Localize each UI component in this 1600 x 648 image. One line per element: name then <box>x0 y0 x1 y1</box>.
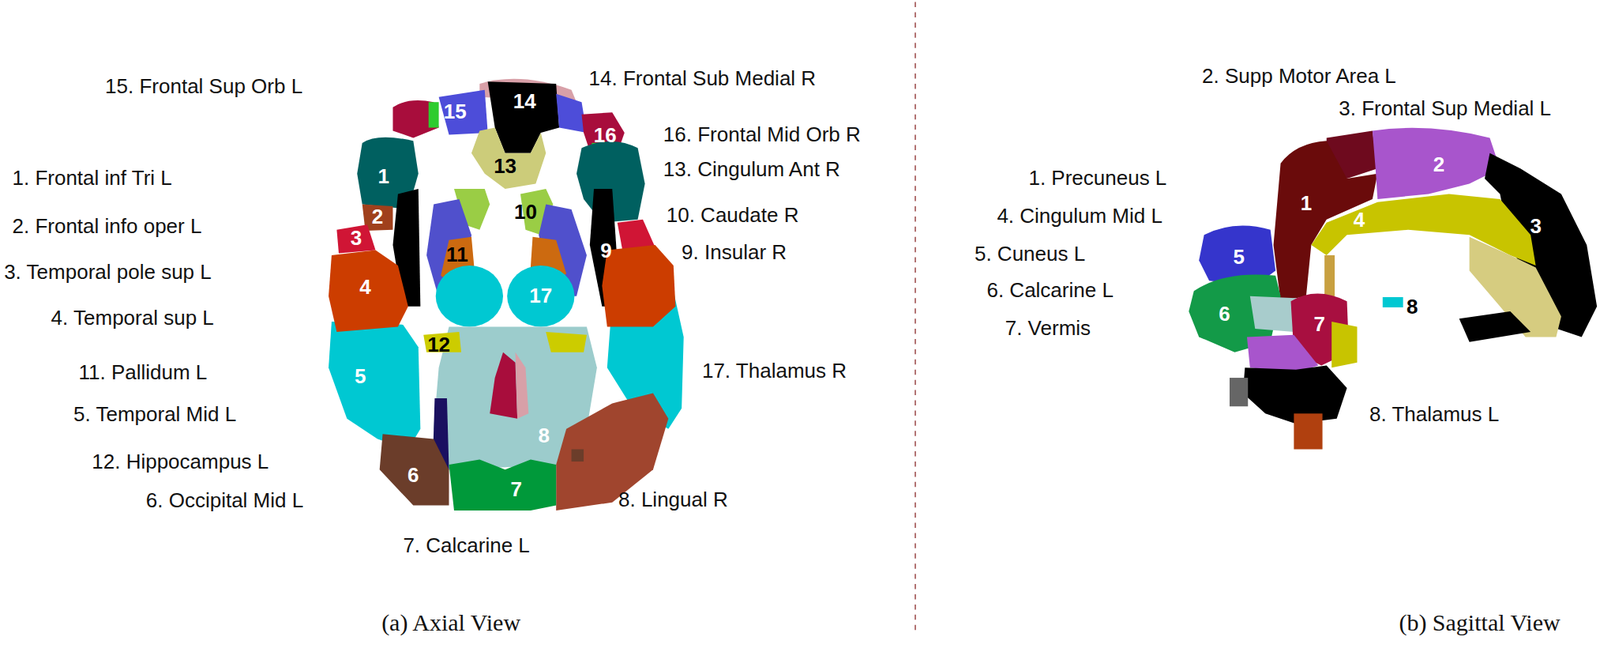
region-label: 8. Lingual R <box>618 488 729 512</box>
callout-number: 11 <box>446 243 469 267</box>
region-label: 16. Frontal Mid Orb R <box>663 123 861 147</box>
figure-caption: (b) Sagittal View <box>1398 608 1560 637</box>
region-label: 5. Temporal Mid L <box>73 402 237 427</box>
callout-number: 6 <box>407 463 419 488</box>
callout-number: 8 <box>1406 295 1418 320</box>
callout-number: 14 <box>513 90 537 114</box>
region-label: 2. Supp Motor Area L <box>1201 64 1397 89</box>
callout-number: 3 <box>1529 214 1541 239</box>
callout-number: 12 <box>427 333 451 357</box>
region-label: 3. Temporal pole sup L <box>3 260 212 285</box>
region-label: 6. Occipital Mid L <box>146 488 304 513</box>
region-label: 12. Hippocampus L <box>91 450 269 474</box>
callout-number: 8 <box>537 424 549 448</box>
region-label: 10. Caudate R <box>666 203 800 228</box>
region-label: 8. Thalamus L <box>1369 402 1499 427</box>
callout-number: 7 <box>510 477 523 502</box>
callout-number: 9 <box>600 239 612 263</box>
callout-number: 6 <box>1218 302 1230 327</box>
callout-number: 16 <box>593 123 617 148</box>
callout-number: 1 <box>1300 191 1312 216</box>
region-label: 1. Precuneus L <box>1028 166 1167 191</box>
callout-number: 17 <box>529 284 553 308</box>
callout-number: 13 <box>493 154 517 179</box>
callout-number: 4 <box>1353 208 1365 233</box>
region-label: 7. Vermis <box>1005 316 1091 341</box>
callout-number: 5 <box>1232 245 1244 270</box>
region-label: 17. Thalamus R <box>702 359 847 384</box>
region-label: 4. Temporal sup L <box>51 306 215 331</box>
region-label: 3. Frontal Sup Medial L <box>1338 97 1552 121</box>
region-label: 1. Frontal inf Tri L <box>12 166 173 191</box>
callout-number: 3 <box>350 226 362 251</box>
region-label: 11. Pallidum L <box>78 360 207 385</box>
region-label: 5. Cuneus L <box>974 242 1086 267</box>
callout-number: 7 <box>1313 312 1325 337</box>
region-label: 7. Calcarine L <box>402 533 530 558</box>
callout-number: 4 <box>359 275 371 300</box>
callout-number: 1 <box>378 165 390 189</box>
region-label: 4. Cingulum Mid L <box>996 204 1163 229</box>
callout-number: 15 <box>443 100 467 124</box>
callout-number: 2 <box>1433 153 1445 177</box>
region-label: 13. Cingulum Ant R <box>663 157 841 182</box>
callout-number: 2 <box>371 205 384 230</box>
region-label: 15. Frontal Sup Orb L <box>105 75 303 99</box>
callout-number: 5 <box>354 364 366 389</box>
figure-caption: (a) Axial View <box>381 608 521 637</box>
region-label: 14. Frontal Sub Medial R <box>589 67 817 91</box>
region-label: 2. Frontal info oper L <box>12 214 203 239</box>
region-label: 9. Insular R <box>681 240 787 265</box>
region-label: 6. Calcarine L <box>986 278 1113 303</box>
callout-number: 10 <box>514 200 538 225</box>
